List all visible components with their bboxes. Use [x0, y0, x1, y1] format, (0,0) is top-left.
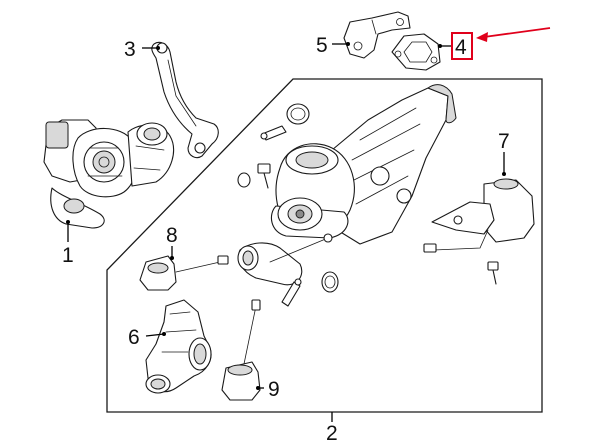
part-2-turbo-assembly[interactable]	[237, 84, 457, 286]
callout-8: 8	[166, 224, 178, 247]
callout-6: 6	[128, 326, 140, 349]
callout-9: 9	[268, 378, 280, 401]
highlight-arrow	[476, 27, 551, 42]
assembly-boundary	[106, 78, 543, 413]
callout-1: 1	[62, 244, 74, 267]
callout-7: 7	[498, 130, 510, 153]
part-9-actuator[interactable]	[221, 299, 261, 401]
bolt-small[interactable]	[257, 163, 271, 189]
pipe-fitting-upper[interactable]	[260, 125, 287, 141]
part-3-bracket[interactable]	[151, 41, 219, 159]
o-ring-large[interactable]	[286, 103, 310, 125]
callout-5: 5	[316, 34, 328, 57]
callout-4: 4	[455, 36, 467, 59]
part-4-gasket[interactable]	[391, 33, 441, 71]
part-7-actuator[interactable]	[423, 178, 535, 285]
part-6-elbow[interactable]	[145, 299, 212, 394]
callout-2: 2	[326, 422, 338, 445]
pipe-fitting-lower[interactable]	[281, 278, 302, 307]
part-1-turbocharger[interactable]	[43, 119, 174, 229]
o-ring-lower[interactable]	[321, 271, 339, 293]
part-8-actuator[interactable]	[139, 255, 229, 291]
o-ring-small[interactable]	[237, 172, 251, 188]
callout-3: 3	[124, 38, 136, 61]
part-5-bracket[interactable]	[343, 11, 411, 59]
highlight-box	[451, 32, 473, 60]
